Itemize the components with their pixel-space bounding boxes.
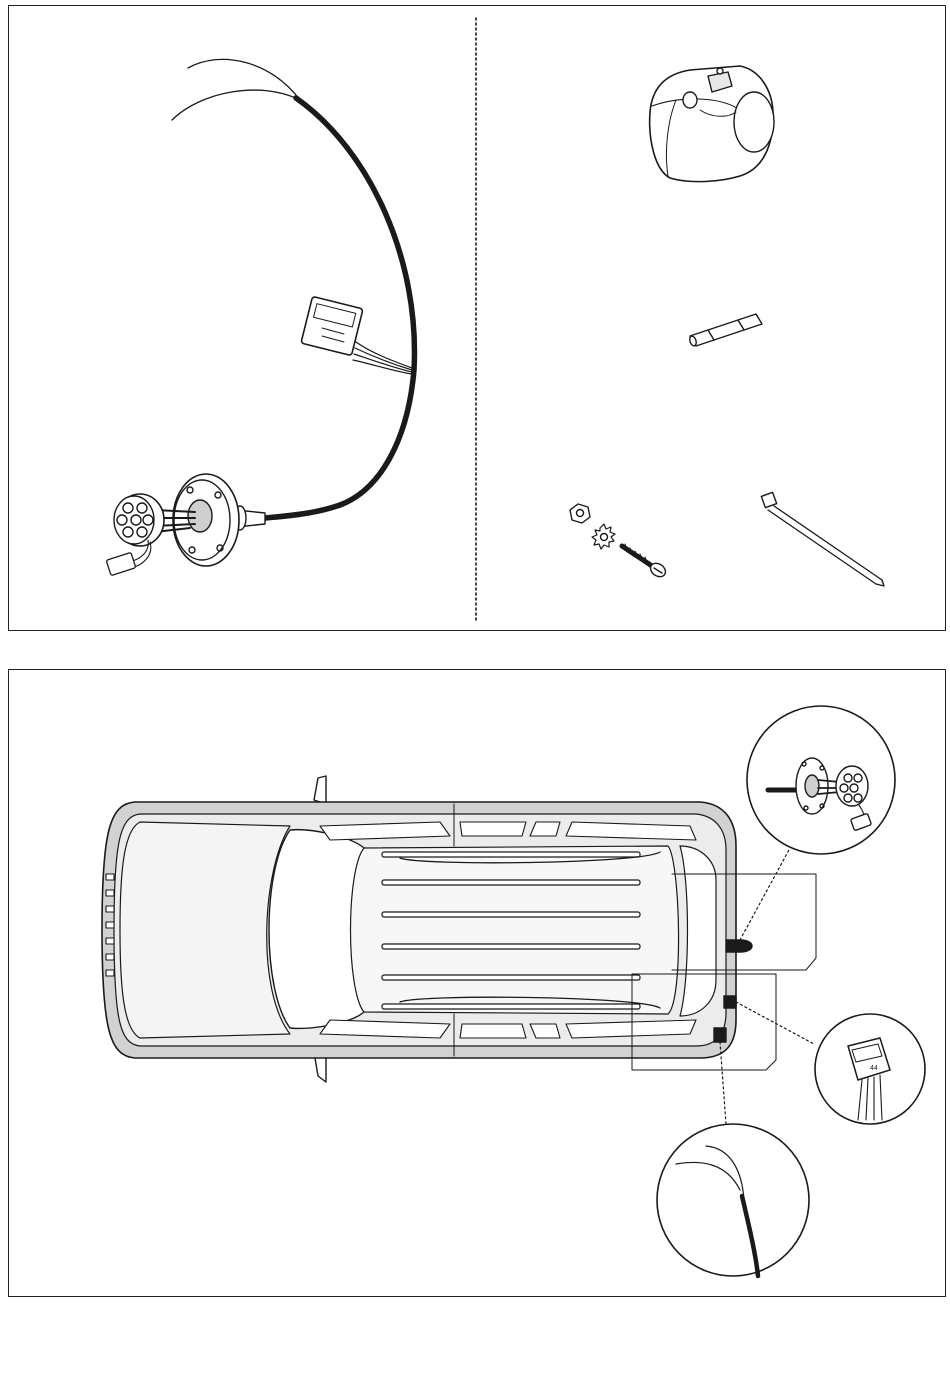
socket-cover-cap bbox=[650, 66, 774, 182]
cable-tie bbox=[761, 492, 884, 586]
toothed-lock-washer bbox=[592, 524, 615, 549]
vehicle-connector-plug bbox=[301, 296, 363, 355]
vehicle-top-view bbox=[102, 776, 752, 1082]
svg-text:44: 44 bbox=[870, 1065, 878, 1072]
nut bbox=[570, 504, 590, 523]
harness-routing-detail bbox=[657, 1042, 809, 1276]
screw bbox=[622, 544, 668, 579]
fuse bbox=[689, 314, 762, 347]
wiring-harness bbox=[172, 59, 414, 518]
connector-detail: 44 bbox=[736, 1002, 925, 1124]
seven-pin-socket-with-mounting-plate bbox=[106, 474, 265, 576]
socket-mount-detail bbox=[740, 706, 895, 940]
